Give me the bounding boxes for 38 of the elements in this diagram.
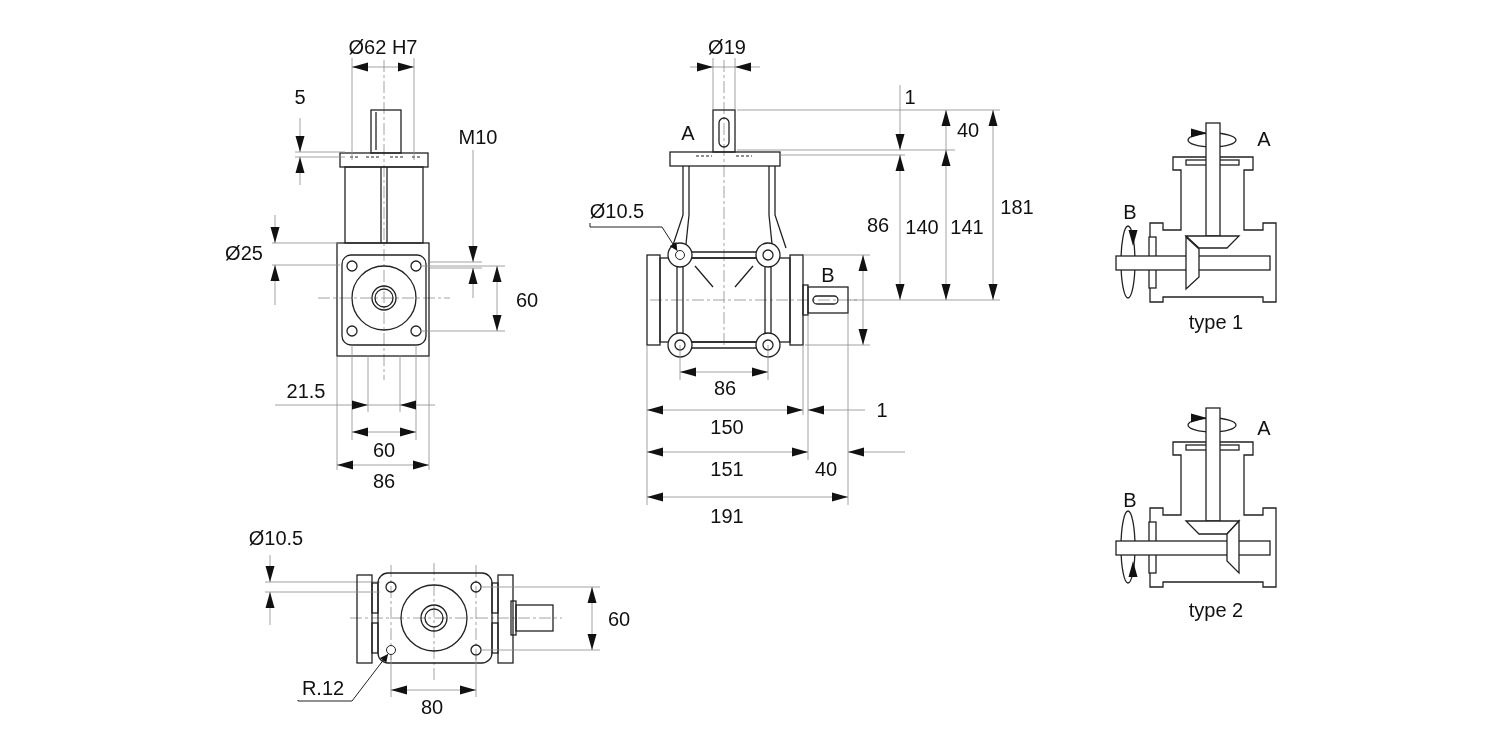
dimension-label: 181 (1000, 196, 1034, 218)
shaft-label: A (681, 122, 695, 144)
dimension-label: Ø62 H7 (348, 36, 418, 58)
mounting-hole (386, 645, 396, 655)
radius-label: R.12 (296, 676, 350, 700)
shaft-label: A (1257, 417, 1271, 439)
dimension-label: 140 (905, 216, 939, 238)
dimension-label: Ø10.5 (248, 527, 304, 549)
dimension-label: 86 (866, 214, 890, 236)
dimension-label: 1 (876, 399, 888, 421)
dimension-label: 86 (713, 377, 737, 399)
dimension-label: Ø19 (708, 36, 746, 58)
shaft-label: B (821, 264, 835, 286)
dimension-label: 1 (904, 86, 916, 108)
dimension-label: 151 (710, 458, 744, 480)
leader-line (297, 653, 389, 702)
thread-label: M10 (458, 126, 498, 148)
leader-line (589, 222, 678, 252)
dimension-label: 40 (956, 119, 980, 141)
dimension-label: 150 (710, 416, 744, 438)
shaft-label: B (1123, 201, 1137, 223)
shaft-label: B (1123, 489, 1137, 511)
dimension-label: 80 (420, 696, 444, 718)
type-caption: type 2 (1188, 599, 1244, 621)
dimension-label: 191 (710, 505, 744, 527)
dimension-label: 5 (294, 86, 306, 108)
shaft-label: A (1257, 128, 1271, 150)
type-caption: type 1 (1188, 311, 1244, 333)
dimension-label: 86 (372, 470, 396, 492)
dimension-label: 60 (607, 608, 631, 630)
mounting-hole (675, 250, 685, 260)
dimension-label: Ø10.5 (581, 199, 653, 223)
dimension-label: Ø25 (225, 242, 263, 264)
dimension-label: 40 (814, 458, 838, 480)
dimension-label: 60 (372, 439, 396, 461)
dimension-label: 141 (950, 216, 984, 238)
dimension-label: 60 (515, 289, 539, 311)
dimension-label: 21.5 (286, 380, 326, 402)
